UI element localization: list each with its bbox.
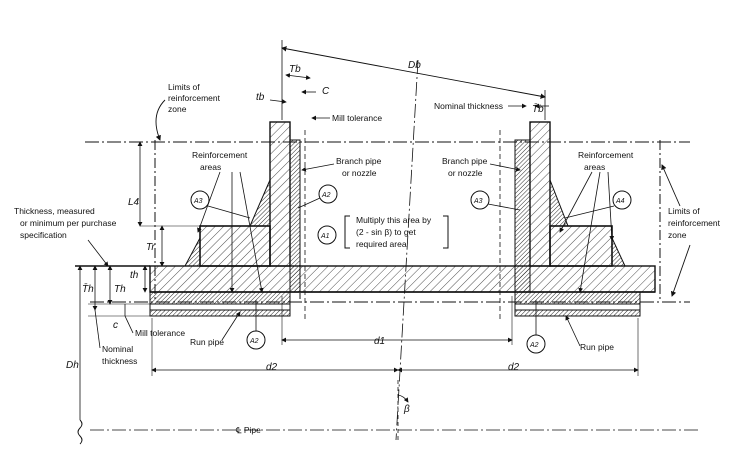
- dim-Dh: Dh: [66, 360, 79, 371]
- label-reinf-areas-right-1: Reinforcement: [578, 150, 634, 160]
- note-multiply-1: Multiply this area by: [356, 215, 432, 225]
- label-limits-left-2: reinforcement: [168, 93, 221, 103]
- reinforcement-pad-left: [199, 225, 271, 267]
- dim-C: C: [322, 86, 330, 97]
- label-reinf-areas-left-1: Reinforcement: [192, 150, 248, 160]
- area-A1-text: A1: [320, 233, 330, 240]
- area-A4-right: [612, 190, 632, 210]
- reinforcement-pad-right: [549, 225, 613, 267]
- label-reinf-areas-right-2: areas: [584, 162, 605, 172]
- label-run-pipe-right: Run pipe: [580, 342, 614, 352]
- note-multiply-2: (2 - sin β) to get: [356, 227, 416, 237]
- dim-Th: Th: [114, 284, 126, 295]
- dim-L4: L4: [128, 197, 140, 208]
- branch-wall-left: [269, 121, 291, 267]
- run-pipe-wall: [149, 265, 656, 293]
- label-nominal-thickness-bottom-2: thickness: [102, 356, 137, 366]
- label-mill-tolerance-top: Mill tolerance: [332, 113, 382, 123]
- label-limits-left-1: Limits of: [168, 82, 200, 92]
- label-limits-right-1: Limits of: [668, 206, 700, 216]
- label-limits-right-2: reinforcement: [668, 218, 721, 228]
- area-A2-left-text: A2: [249, 338, 259, 345]
- label-limits-right-3: zone: [668, 230, 687, 240]
- label-pipe-cl: ℄ Pipe: [235, 425, 261, 435]
- label-thickness-measured-2: or minimum per purchase: [20, 218, 117, 228]
- dim-d1: d1: [374, 336, 385, 347]
- label-thickness-measured-1: Thickness, measured: [14, 206, 95, 216]
- label-branch-left-1: Branch pipe: [336, 156, 382, 166]
- weld-left: [249, 179, 271, 227]
- area-A4-right-text: A4: [615, 198, 625, 205]
- weld-right: [549, 179, 569, 227]
- area-A3-left-text: A2: [321, 192, 331, 199]
- dim-th: th: [130, 270, 139, 281]
- label-run-pipe-left: Run pipe: [190, 337, 224, 347]
- label-thickness-measured-3: specification: [20, 230, 67, 240]
- label-branch-right-1: Branch pipe: [442, 156, 488, 166]
- dim-d2-right: d2: [508, 362, 520, 373]
- dim-Tb-bar: T̄b: [532, 102, 544, 115]
- label-nominal-thickness-bottom-1: Nominal: [102, 344, 133, 354]
- area-A4-left: [190, 190, 210, 210]
- dim-Th-bar: T̄h: [82, 282, 94, 295]
- label-mill-tolerance-bottom: Mill tolerance: [135, 328, 185, 338]
- dim-d2-left: d2: [266, 362, 278, 373]
- dim-c: c: [113, 320, 118, 331]
- area-A3-left: [318, 184, 338, 204]
- area-A3-right: [470, 190, 490, 210]
- area-A2-right-text: A2: [529, 342, 539, 349]
- label-reinf-areas-left-2: areas: [200, 162, 221, 172]
- dim-beta: β: [403, 404, 410, 415]
- dim-Db: Db: [408, 60, 421, 71]
- label-nominal-thickness-top: Nominal thickness: [434, 101, 503, 111]
- branch-centerline: [395, 59, 419, 441]
- label-branch-right-2: or nozzle: [448, 168, 483, 178]
- note-multiply-3: required area: [356, 239, 407, 249]
- dim-tb: tb: [256, 92, 265, 103]
- branch-wall-right: [529, 121, 551, 267]
- area-A3-right-text: A3: [473, 198, 483, 205]
- dim-Tb: Tb: [289, 64, 301, 75]
- label-branch-left-2: or nozzle: [342, 168, 377, 178]
- mill-tolerance-band-right: [514, 291, 641, 305]
- dim-Tr: Tr: [146, 242, 155, 253]
- mill-tolerance-band-left: [149, 291, 291, 305]
- label-limits-left-3: zone: [168, 104, 187, 114]
- area-A1: [317, 225, 337, 245]
- area-A4-left-text: A3: [193, 198, 203, 205]
- break-symbol: [77, 419, 83, 445]
